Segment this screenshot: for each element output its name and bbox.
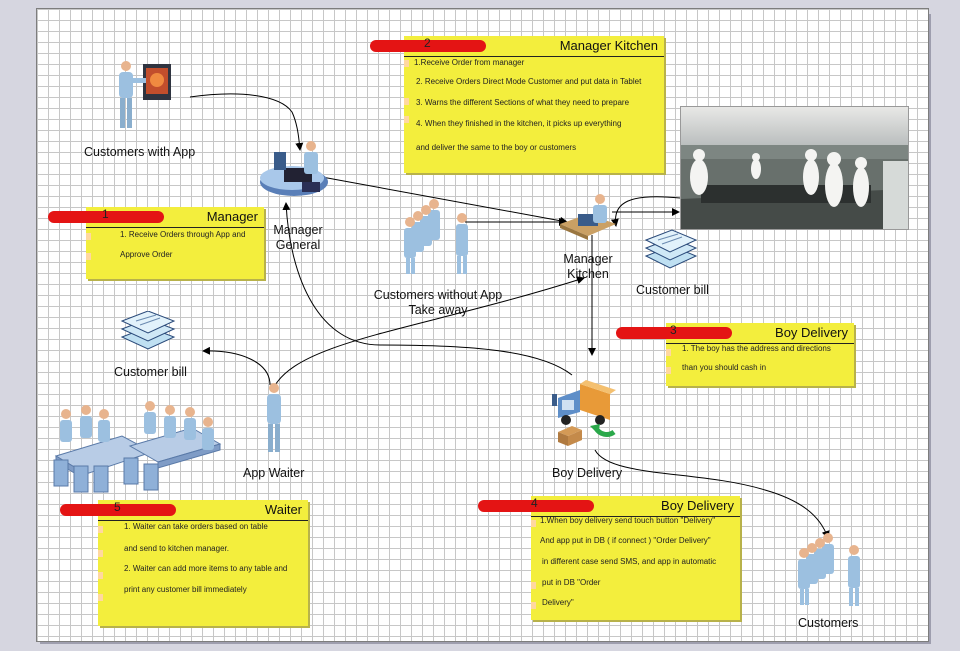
bullet-marker xyxy=(404,60,409,67)
note-line: Delivery" xyxy=(542,598,574,607)
bullet-marker xyxy=(531,602,536,609)
note-title: Manager xyxy=(206,209,258,224)
note-line: 1.Receive Order from manager xyxy=(414,58,525,67)
label-customers-without-app: Customers without App Take away xyxy=(368,288,508,318)
customer-bill-left-icon xyxy=(120,311,176,350)
arrow-manager-to-kitchen xyxy=(321,176,568,225)
note-number: 5 xyxy=(114,500,121,514)
note-boy-delivery-top: 3 Boy Delivery 1. The boy has the addres… xyxy=(616,323,854,386)
note-line: 4. When they finished in the kitchen, it… xyxy=(416,119,622,128)
label-customer-bill-left: Customer bill xyxy=(114,365,187,379)
note-title: Boy Delivery xyxy=(661,498,734,513)
note-line: and deliver the same to the boy or custo… xyxy=(416,143,577,152)
note-line: and send to kitchen manager. xyxy=(124,544,229,553)
note-header xyxy=(86,207,264,228)
note-line: And app put in DB ( if connect ) "Order … xyxy=(540,536,711,545)
bullet-marker xyxy=(404,116,409,123)
label-customer-bill-right: Customer bill xyxy=(636,283,709,297)
priority-bar xyxy=(616,327,732,339)
note-manager-kitchen: 2 Manager Kitchen 1.Receive Order from m… xyxy=(370,36,664,173)
customer-with-app-icon xyxy=(119,61,171,128)
arrow-photo-to-kitchen xyxy=(610,196,681,227)
note-title: Manager Kitchen xyxy=(559,38,658,53)
note-number: 1 xyxy=(102,207,109,221)
label-boy-delivery: Boy Delivery xyxy=(552,466,623,480)
arrow-app-to-manager xyxy=(189,93,304,151)
note-title: Waiter xyxy=(264,502,302,517)
note-line: Approve Order xyxy=(120,250,173,259)
customers-without-app-icon xyxy=(404,199,468,274)
bullet-marker xyxy=(98,526,103,533)
note-line: 1. Receive Orders through App and xyxy=(120,230,246,239)
note-boy-delivery-bottom: 4 Boy Delivery 1.When boy delivery send … xyxy=(478,496,740,620)
bullet-marker xyxy=(666,367,671,374)
note-line: 2. Waiter can add more items to any tabl… xyxy=(124,564,288,573)
manager-general-icon xyxy=(260,141,328,196)
arrow-truck-to-customers xyxy=(594,449,830,539)
note-header xyxy=(531,496,740,517)
note-number: 3 xyxy=(670,323,677,337)
note-manager: 1 Manager 1. Receive Orders through App … xyxy=(48,207,264,279)
label-line: General xyxy=(275,238,321,252)
priority-bar xyxy=(48,211,164,223)
label-line: Manager xyxy=(563,252,613,266)
delivery-truck-icon xyxy=(552,380,616,446)
bullet-marker xyxy=(531,582,536,589)
arrow-waiter-to-kitchen xyxy=(273,276,585,388)
app-waiter-icon xyxy=(267,383,281,452)
seated-customers-icon xyxy=(53,401,222,493)
arrow-waiter-to-bill xyxy=(202,346,271,386)
note-line: 3. Warns the different Sections of what … xyxy=(416,98,630,107)
label-manager-kitchen: Manager Kitchen xyxy=(556,252,620,282)
priority-bar xyxy=(60,504,176,516)
note-header xyxy=(666,323,854,344)
bullet-marker xyxy=(531,520,536,527)
arrow-truck-to-manager xyxy=(282,202,573,376)
customers-icon xyxy=(798,533,860,606)
priority-bar xyxy=(478,500,594,512)
label-manager-general: Manager General xyxy=(266,223,330,253)
note-waiter: 5 Waiter 1. Waiter can take orders based… xyxy=(60,500,308,626)
note-line: print any customer bill immediately xyxy=(124,585,247,594)
note-line: 1.When boy delivery send touch button "D… xyxy=(540,516,716,525)
label-line: Kitchen xyxy=(567,267,609,281)
label-line: Take away xyxy=(408,303,468,317)
label-line: Customers without App xyxy=(373,288,503,302)
note-number: 2 xyxy=(424,36,431,50)
bullet-marker xyxy=(86,253,91,260)
note-line: than you should cash in xyxy=(682,363,767,372)
manager-kitchen-icon xyxy=(560,194,616,240)
bullet-marker xyxy=(98,572,103,579)
bullet-marker xyxy=(86,233,91,240)
note-header xyxy=(404,36,664,57)
bullet-marker xyxy=(666,349,671,356)
label-app-waiter: App Waiter xyxy=(243,466,305,480)
customer-bill-right-icon xyxy=(644,229,698,269)
note-number: 4 xyxy=(531,496,538,510)
bullet-marker xyxy=(404,98,409,105)
note-line: 1. Waiter can take orders based on table xyxy=(124,522,268,531)
label-customers-with-app: Customers with App xyxy=(84,145,196,159)
bullet-marker xyxy=(98,594,103,601)
priority-bar xyxy=(370,40,486,52)
kitchen-photo xyxy=(680,106,909,230)
note-header xyxy=(98,500,308,521)
note-line: in different case send SMS, and app in a… xyxy=(542,557,717,566)
note-title: Boy Delivery xyxy=(775,325,848,340)
label-customers: Customers xyxy=(798,616,859,630)
note-line: 2. Receive Orders Direct Mode Customer a… xyxy=(416,77,642,86)
note-line: put in DB "Order xyxy=(542,578,601,587)
bullet-marker xyxy=(98,550,103,557)
label-line: Manager xyxy=(273,223,323,237)
note-line: 1. The boy has the address and direction… xyxy=(682,344,831,353)
